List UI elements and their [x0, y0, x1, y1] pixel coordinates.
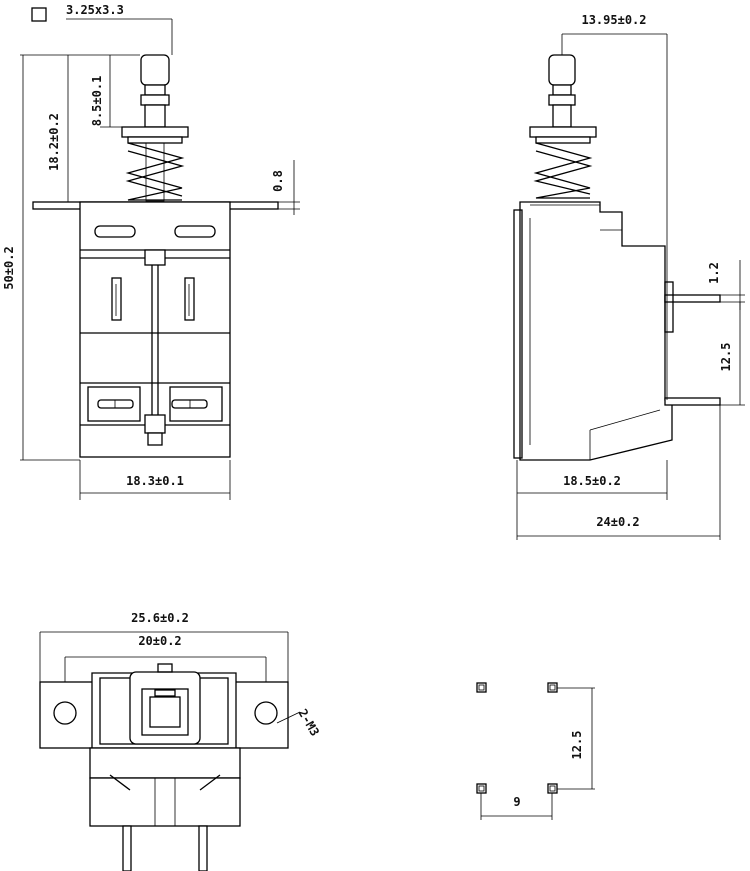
- plunger-neck: [144, 84, 166, 96]
- bottom-dim-overall-label: 25.6±0.2: [131, 611, 189, 625]
- slider-bottom: [144, 414, 166, 434]
- bottom-pin-left: [122, 825, 132, 871]
- legend-text: 3.25x3.3: [66, 3, 124, 17]
- bottom-hole-note: 2-M3: [295, 707, 322, 739]
- side-dim-overall-label: 24±0.2: [596, 515, 639, 529]
- pad-bottom-right-inner: [549, 785, 556, 792]
- plunger-shaft: [144, 104, 166, 128]
- slot-left: [94, 225, 136, 238]
- dim-width-label: 18.3±0.1: [126, 474, 184, 488]
- side-plunger-cap: [548, 54, 576, 86]
- bottom-hole-left: [53, 701, 77, 725]
- legend: 3.25x3.3: [31, 3, 124, 22]
- pad-bottom-left: [476, 783, 487, 794]
- side-dim-pitch-label: 12.5: [719, 343, 733, 372]
- pad-top-right-inner: [549, 684, 556, 691]
- terminal-slot-right: [171, 399, 208, 409]
- side-spring-plate-lower: [535, 136, 591, 144]
- legend-square: [31, 7, 47, 22]
- bottom-plunger-notch: [154, 689, 176, 697]
- side-dim-pin-label: 1.2: [707, 262, 721, 284]
- bottom-hole-leader: [276, 711, 301, 724]
- bottom-view: 25.6±0.2 20±0.2 2-M3: [39, 611, 322, 871]
- side-spring-coil: [533, 142, 593, 199]
- pad-top-left: [476, 682, 487, 693]
- plunger-collar: [140, 94, 170, 106]
- plunger-cap: [140, 54, 170, 86]
- side-pin-lower: [664, 397, 721, 406]
- bottom-lower-frame: [89, 747, 241, 779]
- side-dim-top-label: 13.95±0.2: [581, 13, 646, 27]
- dim-height-label: 50±0.2: [2, 246, 16, 289]
- side-plunger-shaft: [552, 104, 572, 128]
- terminal-slot-left: [97, 399, 134, 409]
- bottom-dim-holes-label: 20±0.2: [138, 634, 181, 648]
- spring-coil-back: [125, 150, 185, 197]
- slider-tip: [147, 432, 163, 446]
- spring-coil: [125, 142, 185, 201]
- spring-plate-lower: [127, 136, 183, 144]
- bottom-terminal-frame: [89, 777, 241, 827]
- fp-dim-horizontal-label: 9: [513, 795, 520, 809]
- pad-bottom-right: [547, 783, 558, 794]
- side-spring-plate: [529, 126, 597, 138]
- side-body: [519, 201, 673, 461]
- bottom-contact-right: [199, 774, 221, 791]
- slot-right: [174, 225, 216, 238]
- pcb-footprint: 12.5 9: [476, 682, 595, 820]
- dim-plunger-label: 8.5±0.1: [90, 76, 104, 127]
- terminal-block-left: [87, 386, 141, 422]
- slider-top: [144, 249, 166, 266]
- fp-dim-vertical-label: 12.5: [570, 731, 584, 760]
- contact-window-right: [184, 277, 195, 321]
- spring-plate: [121, 126, 189, 138]
- side-dim-body-label: 18.5±0.2: [563, 474, 621, 488]
- bottom-pin-right: [198, 825, 208, 871]
- bottom-top-tab: [157, 663, 173, 673]
- pad-top-right: [547, 682, 558, 693]
- terminal-block-right: [169, 386, 223, 422]
- dim-body-label: 18.2±0.2: [47, 113, 61, 171]
- bottom-contact-left: [109, 774, 131, 791]
- side-pin-housing: [664, 281, 674, 333]
- side-plunger-collar: [548, 94, 576, 106]
- side-back-plate: [513, 209, 523, 459]
- side-bottom-bevel: [589, 409, 661, 431]
- side-spring-coil-back: [533, 150, 593, 195]
- pad-top-left-inner: [478, 684, 485, 691]
- pad-bottom-left-inner: [478, 785, 485, 792]
- side-view: 13.95±0.2 1.2 12.5 18.5±0.2 24±0.2: [513, 13, 745, 540]
- dim-flange-label: 0.8: [271, 170, 285, 192]
- bottom-plunger-inner: [149, 696, 181, 728]
- bottom-hole-right: [254, 701, 278, 725]
- spring-guide: [145, 142, 165, 202]
- side-plunger-neck: [552, 84, 572, 96]
- contact-window-left: [111, 277, 122, 321]
- front-view: 50±0.2 18.2±0.2 8.5±0.1 0.8 18.3±0.1: [2, 18, 300, 500]
